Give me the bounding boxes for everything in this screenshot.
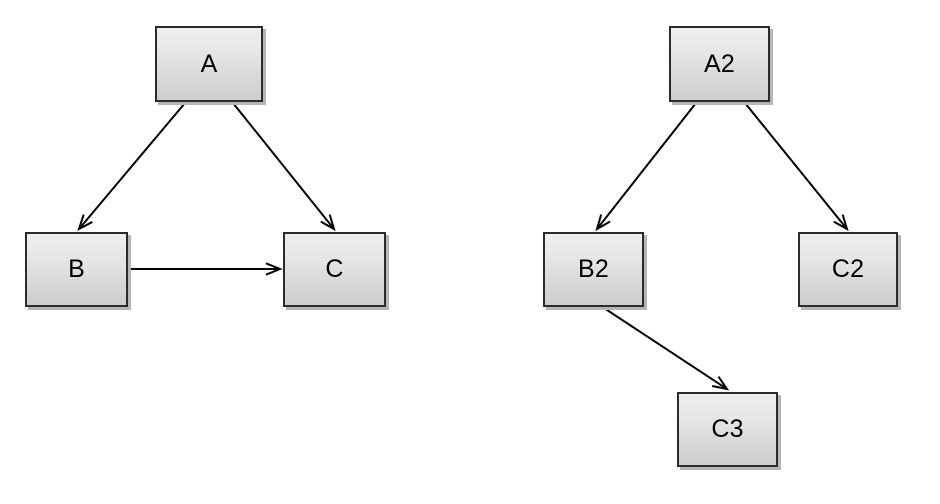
node-c3[interactable]: C3 xyxy=(677,392,778,467)
edge-b-to-c[interactable] xyxy=(130,262,283,276)
node-a[interactable]: A xyxy=(155,26,263,102)
edge-line xyxy=(597,102,697,229)
arrowhead-icon xyxy=(595,214,611,232)
node-label: A2 xyxy=(704,49,735,78)
node-label: A xyxy=(200,49,218,78)
edge-b2-to-c3[interactable] xyxy=(603,307,730,391)
node-a2[interactable]: A2 xyxy=(669,26,770,102)
node-c[interactable]: C xyxy=(283,232,386,307)
arrowhead-icon xyxy=(320,214,336,232)
edge-line xyxy=(79,102,186,229)
edge-line xyxy=(744,102,847,229)
node-c2[interactable]: C2 xyxy=(798,232,898,307)
node-label: B2 xyxy=(578,255,609,283)
node-b2[interactable]: B2 xyxy=(543,232,644,307)
node-label: C3 xyxy=(711,415,744,443)
arrowhead-icon xyxy=(711,375,730,391)
arrowhead-icon xyxy=(77,214,93,232)
arrowhead-icon xyxy=(833,214,849,232)
edge-a2-to-b2[interactable] xyxy=(595,102,697,232)
node-b[interactable]: B xyxy=(25,232,128,307)
edge-a-to-b[interactable] xyxy=(77,102,186,232)
edge-line xyxy=(603,307,727,390)
node-label: B xyxy=(68,255,85,283)
edge-a-to-c[interactable] xyxy=(232,102,336,232)
arrowhead-icon xyxy=(265,262,283,276)
edge-line xyxy=(232,102,334,229)
edge-a2-to-c2[interactable] xyxy=(744,102,849,232)
node-label: C2 xyxy=(831,255,865,283)
node-label: C xyxy=(325,255,344,283)
